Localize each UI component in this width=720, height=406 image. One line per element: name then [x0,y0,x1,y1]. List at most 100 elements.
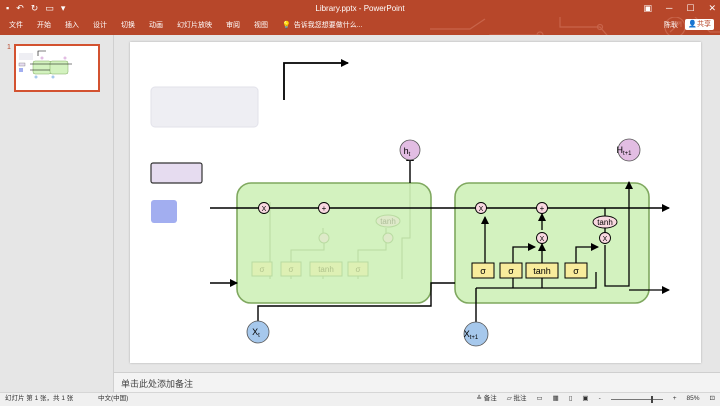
slideshow-view-icon[interactable]: ▣ [582,395,589,402]
slide-canvas[interactable]: σ σ tanh σ tanh [130,42,701,363]
cell-1-body [236,182,432,304]
notes-button[interactable]: ≙ 备注 [476,393,496,405]
svg-text:Ht+1: Ht+1 [616,145,632,157]
add-node-c1[interactable] [318,202,330,214]
mult-label-c1: X [262,206,267,213]
mult-node-3[interactable] [599,232,611,244]
zoom-level[interactable]: 85% [686,395,700,402]
h-t1-label: H [616,145,623,155]
lstm-cell-2[interactable]: σ σ tanh σ tanh X X [454,181,670,304]
ribbon-options-icon[interactable]: ▣ [643,3,652,13]
gate-tanh[interactable] [525,262,559,279]
lstm-cell-1[interactable]: σ σ tanh σ tanh [236,182,432,304]
input-x-t1[interactable] [463,321,489,347]
h-t1-sub: t+1 [623,151,632,157]
minimize-icon[interactable]: ─ [665,3,673,13]
x-t-sub: t [258,333,260,339]
input-x-t[interactable] [246,320,270,344]
tab-view[interactable]: 视图 [254,22,268,29]
fit-slide-icon[interactable]: ⊡ [709,395,715,402]
tab-insert[interactable]: 插入 [65,22,79,29]
c1-tanh: tanh [318,265,334,274]
lstm-diagram: σ σ tanh σ tanh [150,59,670,347]
zoom-out-button[interactable]: - [598,395,601,402]
x-t-label: X [252,327,258,337]
gate-sigma-2[interactable] [499,262,523,279]
state-lines [210,153,670,342]
mult-label-2: X [540,236,545,243]
tab-slideshow[interactable]: 幻灯片放映 [177,22,212,29]
undo-icon[interactable]: ↶ [16,3,24,13]
h-t-label: h [404,146,409,156]
add-label-c1: + [322,204,327,213]
sigma-label-1: σ [480,266,486,276]
slide-number: 1 [7,44,11,51]
language[interactable]: 中文(中国) [98,395,129,402]
x-t1-sub: t+1 [470,335,479,341]
ribbon-tabs: 文件 开始 插入 设计 切换 动画 幻灯片放映 审阅 视图 [9,20,268,31]
elbow-arrow[interactable] [283,59,349,100]
redo-icon[interactable]: ↻ [30,3,39,13]
share-label: 共享 [697,21,711,28]
save-icon[interactable]: ▪ [6,3,10,13]
customize-icon[interactable]: ▾ [60,3,66,13]
thumbnail-preview [18,50,72,79]
svg-text:ht: ht [404,146,411,158]
tab-review[interactable]: 审阅 [226,22,240,29]
c1-sigma-2: σ [289,265,294,274]
tab-animations[interactable]: 动画 [149,22,163,29]
cell-2-body [454,182,650,304]
slide-editor: σ σ tanh σ tanh [114,35,720,372]
h-t-sub: t [409,152,411,158]
mult-node-1[interactable] [475,202,487,214]
comments-button[interactable]: ▱ 批注 [507,393,527,405]
title-bar: ▪ ↶ ↻ ▭ ▾ Library.pptx - PowerPoint ▣ ─ … [0,0,720,17]
legend-gray-box[interactable] [150,86,259,128]
lightbulb-icon: 💡 [282,22,291,29]
comments-icon: ▱ [506,395,512,402]
mult-label-3: X [603,236,608,243]
zoom-slider[interactable] [610,395,663,403]
close-icon[interactable]: ✕ [708,3,716,13]
normal-view-icon[interactable]: ▭ [536,395,543,402]
share-icon: 👤 [688,21,697,28]
notes-icon: ≙ [476,395,482,402]
sorter-view-icon[interactable]: ▦ [552,395,559,402]
tab-transitions[interactable]: 切换 [121,22,135,29]
gate-sigma-3[interactable] [564,262,588,279]
zoom-in-button[interactable]: + [672,395,677,402]
tanh-node[interactable] [592,215,618,229]
tab-design[interactable]: 设计 [93,22,107,29]
zoom-slider-knob[interactable] [650,395,653,403]
maximize-icon[interactable]: ☐ [686,3,695,13]
user-name[interactable]: 陈耿 [664,22,678,29]
tab-home[interactable]: 开始 [37,22,51,29]
window-controls: ▣ ─ ☐ ✕ [643,2,716,15]
mult-node-2[interactable] [536,232,548,244]
sigma-label-3: σ [573,266,579,276]
slide-thumbnail[interactable] [14,44,100,92]
notes-button-label: 备注 [483,395,497,402]
legend-blue-box[interactable] [151,200,177,223]
thumbnail-pane: 1 [0,35,114,392]
svg-text:Xt+1: Xt+1 [464,329,479,341]
tab-file[interactable]: 文件 [9,22,23,29]
notes-pane[interactable]: 单击此处添加备注 [114,372,720,393]
reading-view-icon[interactable]: ▯ [568,395,573,402]
output-h-t[interactable] [399,139,421,161]
c1-sigma-1: σ [260,265,265,274]
output-h-t1[interactable] [617,138,641,162]
c1-sigma-3: σ [356,265,361,274]
vertical-scrollbar[interactable] [712,35,720,372]
tell-me-box[interactable]: 💡告诉我您想要做什么... [282,20,363,31]
add-node-1[interactable] [536,202,548,214]
share-button[interactable]: 👤共享 [685,19,714,30]
c1-tanh-2: tanh [380,217,396,226]
present-icon[interactable]: ▭ [45,3,54,13]
gate-sigma-1[interactable] [471,262,495,279]
tanh-node-label: tanh [597,218,613,227]
mult-node-c1[interactable] [258,202,270,214]
legend-purple-box[interactable] [150,162,203,184]
add-label-1: + [540,204,545,213]
sigma-label-2: σ [508,266,514,276]
